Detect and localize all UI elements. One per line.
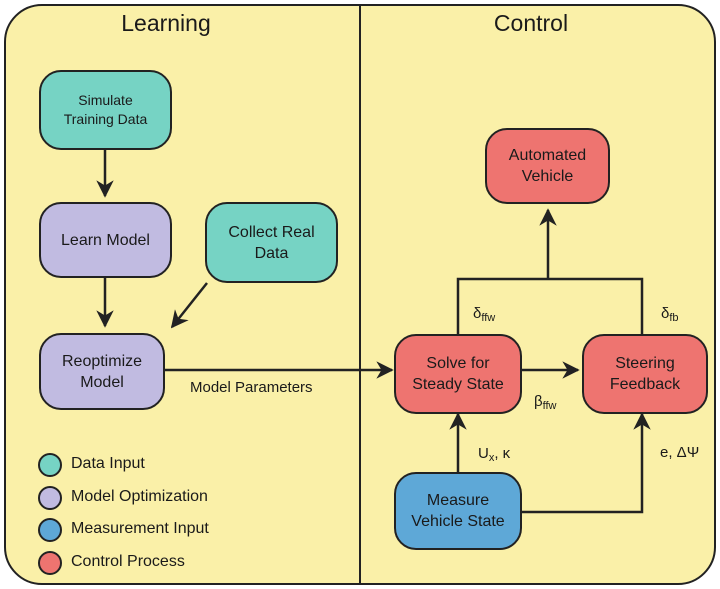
learning-section-title: Learning bbox=[121, 10, 211, 36]
legend-label-model-optimization: Model Optimization bbox=[71, 488, 208, 505]
collect-real-data-node: Collect Real Data bbox=[205, 202, 338, 283]
learn-model-node: Learn Model bbox=[39, 202, 172, 278]
beta-ffw-symbol: β bbox=[534, 393, 543, 410]
beta-ffw-subscript: ffw bbox=[542, 400, 557, 412]
model-parameters-label: Model Parameters bbox=[190, 379, 313, 396]
simulate-training-data-node: Simulate Training Data bbox=[39, 70, 172, 150]
e-dpsi-label: e, ΔΨ bbox=[660, 444, 700, 461]
steering-feedback-node: Steering Feedback bbox=[582, 334, 708, 414]
connector-solve-to-junction bbox=[456, 277, 644, 334]
legend-swatch-data-input bbox=[38, 453, 62, 477]
arrow-collect-to-reoptimize bbox=[170, 282, 208, 329]
beta-ffw-label: βffw bbox=[534, 393, 557, 412]
delta-fb-subscript: fb bbox=[669, 312, 679, 324]
automated-vehicle-node: Automated Vehicle bbox=[485, 128, 610, 204]
control-section-title: Control bbox=[493, 10, 569, 36]
legend-label-measurement-input: Measurement Input bbox=[71, 520, 209, 537]
reoptimize-model-node: Reoptimize Model bbox=[39, 333, 165, 410]
legend-swatch-measurement-input bbox=[38, 518, 62, 542]
delta-ffw-subscript: ffw bbox=[481, 312, 496, 324]
legend-swatch-control-process bbox=[38, 551, 62, 575]
ux-subscript: x bbox=[488, 452, 495, 464]
delta-fb-label: δfb bbox=[661, 305, 679, 324]
legend-label-data-input: Data Input bbox=[71, 455, 145, 472]
section-divider bbox=[359, 4, 361, 585]
ux-kappa-label: Ux, κ bbox=[478, 445, 510, 464]
measure-vehicle-state-node: Measure Vehicle State bbox=[394, 472, 522, 550]
legend-swatch-model-optimization bbox=[38, 486, 62, 510]
delta-ffw-label: δffw bbox=[473, 305, 495, 324]
kappa-symbol: , κ bbox=[494, 445, 511, 462]
solve-steady-state-node: Solve for Steady State bbox=[394, 334, 522, 414]
arrow-measure-to-steering bbox=[522, 412, 651, 514]
legend-label-control-process: Control Process bbox=[71, 553, 185, 570]
ux-symbol: U bbox=[478, 445, 489, 462]
delta-fb-symbol: δ bbox=[661, 305, 670, 322]
delta-ffw-symbol: δ bbox=[473, 305, 482, 322]
